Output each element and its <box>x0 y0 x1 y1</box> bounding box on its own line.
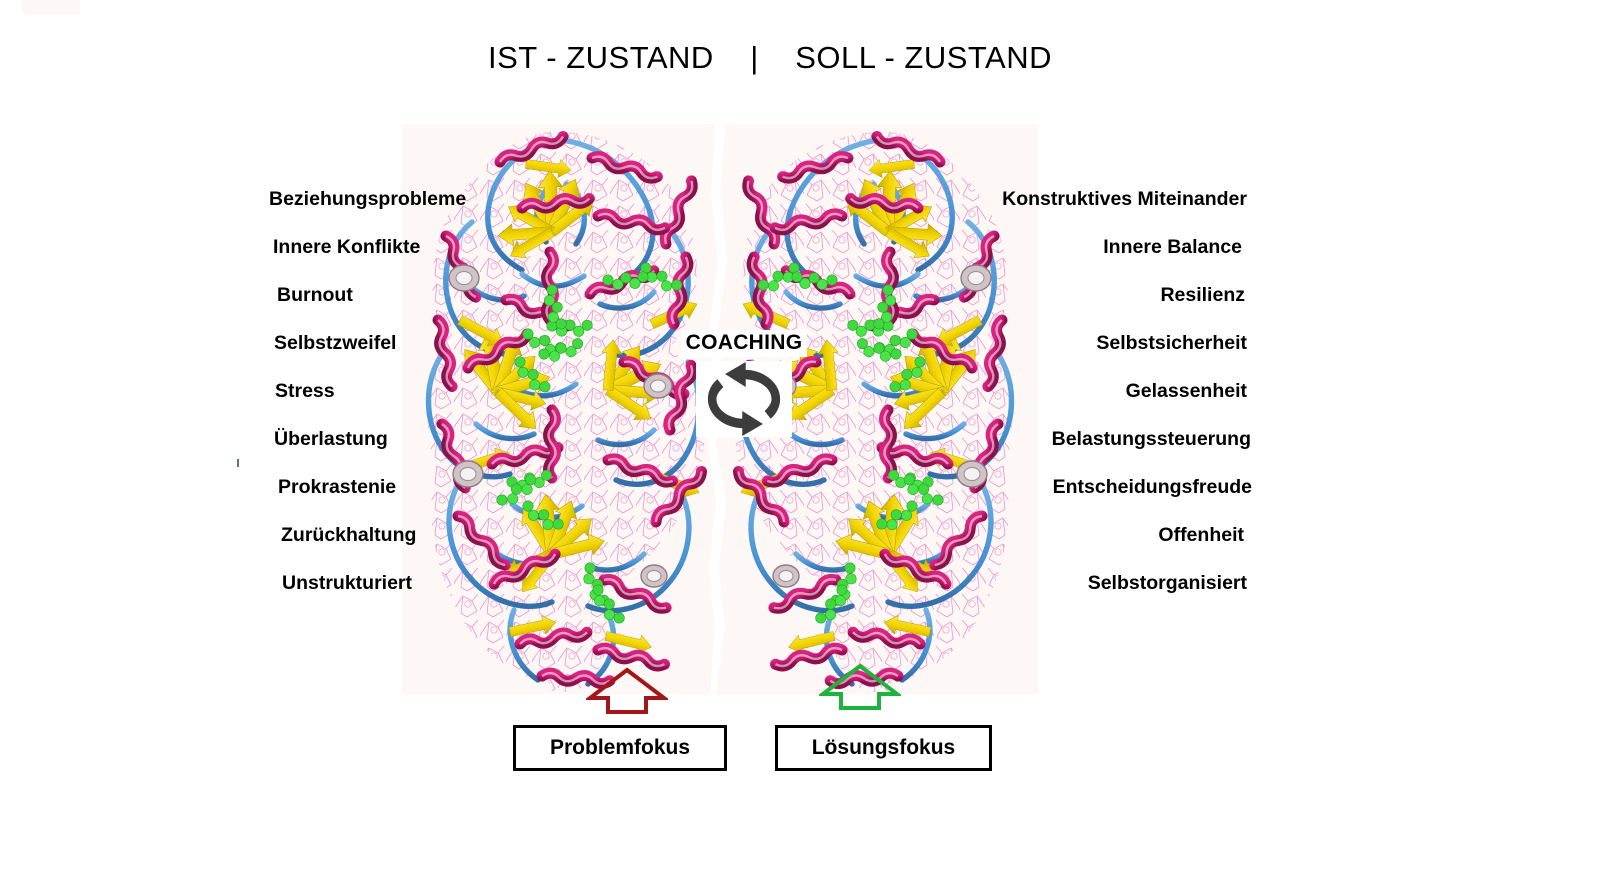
coaching-icon-container <box>696 361 792 438</box>
soll-zustand-label-list: Konstruktives Miteinander Innere Balance… <box>960 186 1252 618</box>
ist-item-8: Zurückhaltung <box>281 524 417 546</box>
corner-artifact <box>22 0 80 14</box>
problemfokus-label: Problemfokus <box>549 736 691 759</box>
protein-ribbon-right <box>720 124 1015 694</box>
loesungsfokus-up-arrow-icon <box>819 663 901 710</box>
molecule-stage <box>402 124 1038 694</box>
soll-item-9: Selbstorganisiert <box>1087 572 1247 594</box>
coaching-badge: COACHING <box>676 330 812 438</box>
ist-item-2: Innere Konflikte <box>273 236 421 258</box>
ist-item-5: Stress <box>275 380 335 402</box>
molecule-half-right <box>720 124 1038 694</box>
problemfokus-box[interactable]: Problemfokus <box>513 725 727 771</box>
soll-item-5: Gelassenheit <box>1125 380 1247 402</box>
soll-item-2: Innere Balance <box>1103 236 1242 258</box>
protein-ribbon-left <box>425 124 720 694</box>
ist-item-1: Beziehungsprobleme <box>269 188 467 210</box>
speck-artifact <box>237 459 239 467</box>
soll-item-6: Belastungssteuerung <box>1051 428 1251 450</box>
loesungsfokus-box[interactable]: Lösungsfokus <box>775 725 992 771</box>
ist-item-6: Überlastung <box>274 428 388 450</box>
coaching-label: COACHING <box>680 330 808 358</box>
circular-arrows-icon <box>707 362 781 437</box>
soll-item-1: Konstruktives Miteinander <box>1002 188 1247 210</box>
ist-item-3: Burnout <box>277 284 353 306</box>
soll-item-7: Entscheidungsfreude <box>1052 476 1252 498</box>
soll-item-4: Selbstsicherheit <box>1096 332 1247 354</box>
loesungsfokus-label: Lösungsfokus <box>811 736 956 759</box>
ist-item-7: Prokrastenie <box>278 476 397 498</box>
molecule-half-left <box>402 124 720 694</box>
soll-item-3: Resilienz <box>1160 284 1245 306</box>
page-title: IST - ZUSTAND | SOLL - ZUSTAND <box>487 40 1052 75</box>
ist-item-9: Unstrukturiert <box>282 572 413 594</box>
soll-item-8: Offenheit <box>1158 524 1244 546</box>
problemfokus-up-arrow-icon <box>586 667 668 714</box>
molecule-illustration <box>402 124 1038 694</box>
ist-item-4: Selbstzweifel <box>274 332 397 354</box>
ist-zustand-label-list: Beziehungsprobleme Innere Konflikte Burn… <box>210 186 490 618</box>
